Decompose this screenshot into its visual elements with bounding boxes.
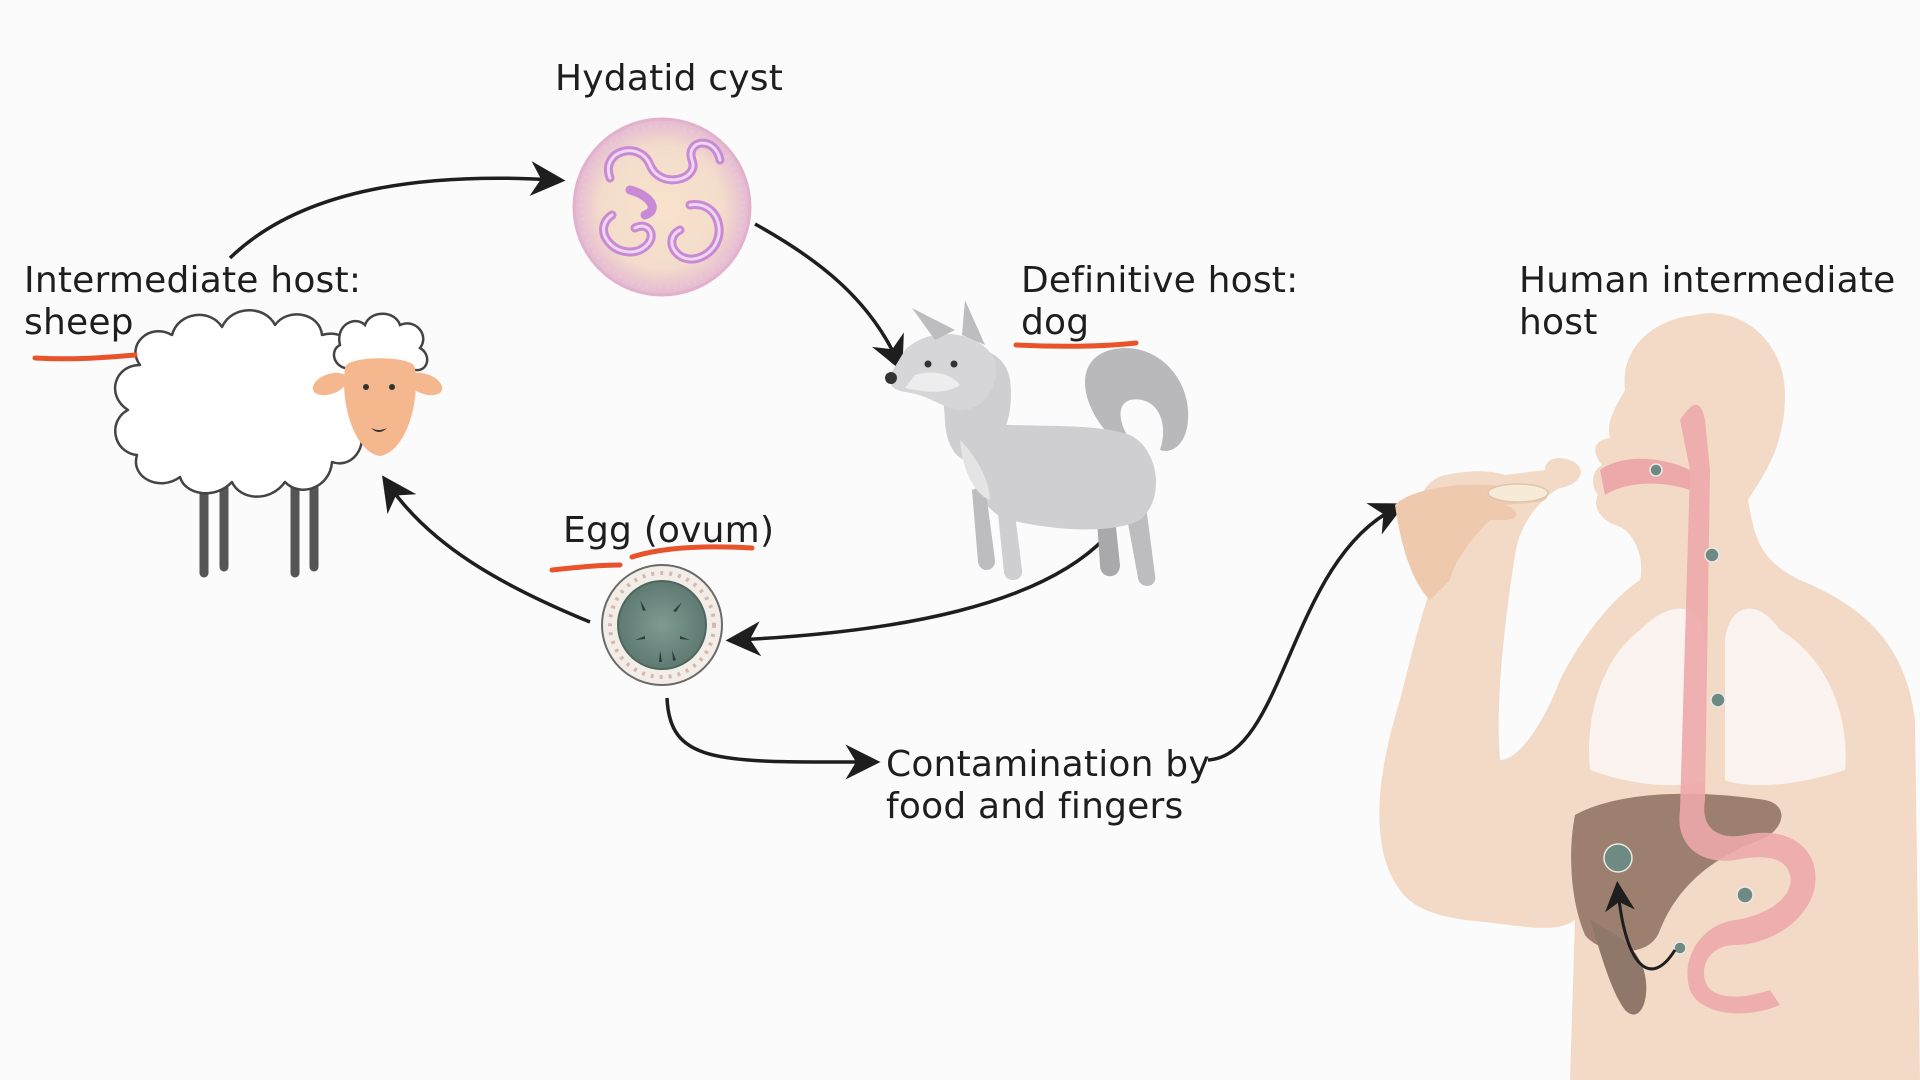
hydatid-cyst-icon: [572, 117, 752, 297]
cyst-label: Hydatid cyst: [555, 58, 783, 100]
contamination-label: Contamination by food and fingers: [886, 744, 1210, 828]
egg-label: Egg (ovum): [563, 510, 774, 552]
sheep-icon: [113, 309, 443, 578]
dog-label: Definitive host: dog: [1021, 260, 1298, 344]
human-label-line2: host: [1519, 302, 1598, 343]
egg-label-text: Egg (ovum): [563, 510, 775, 551]
dog-label-line1: Definitive host:: [1021, 260, 1299, 301]
cyst-label-text: Hydatid cyst: [555, 58, 784, 99]
human-body-icon: [1379, 313, 1920, 1080]
edge-egg-to-contamination: [665, 697, 881, 780]
underline-dog: [1013, 340, 1139, 349]
edge-cyst-to-dog: [754, 222, 904, 372]
human-label: Human intermediate host: [1519, 260, 1896, 344]
dog-label-line2: dog: [1021, 302, 1090, 343]
edge-egg-to-sheep: [382, 475, 591, 624]
edge-contamination-to-human: [1207, 503, 1406, 762]
sheep-label-line1: Intermediate host:: [24, 260, 362, 301]
contamination-label-line2: food and fingers: [886, 786, 1184, 827]
edge-sheep-to-cyst: [228, 161, 566, 260]
sheep-label-line2: sheep: [24, 302, 134, 343]
underline-sheep: [32, 352, 138, 362]
dog-icon: [885, 300, 1189, 586]
edge-dog-to-egg: [725, 536, 1107, 657]
egg-ovum-icon: [601, 564, 723, 686]
underline-ovum: [629, 544, 755, 560]
human-label-line1: Human intermediate: [1519, 260, 1896, 301]
contamination-label-line1: Contamination by: [886, 744, 1210, 785]
sheep-label: Intermediate host: sheep: [24, 260, 361, 344]
underline-egg: [549, 562, 623, 573]
